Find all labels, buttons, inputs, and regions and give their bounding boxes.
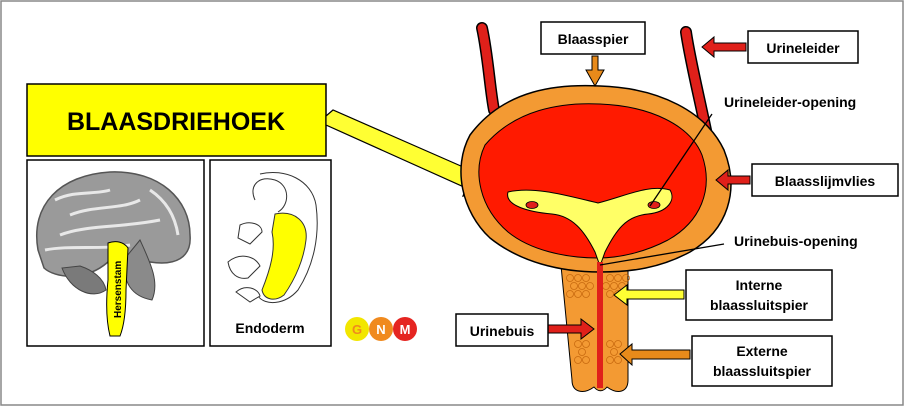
blaasslijmvlies-label: Blaasslijmvlies — [775, 173, 876, 189]
urethra-lumen — [597, 262, 603, 388]
urinebuis-opening-label: Urinebuis-opening — [734, 233, 858, 249]
gnm-logo-n: N — [376, 322, 385, 337]
title-text: BLAASDRIEHOEK — [67, 108, 285, 136]
urineleider-opening-label: Urineleider-opening — [724, 94, 856, 110]
embryo-panel — [210, 160, 331, 346]
interne-label-line1: Interne — [736, 277, 783, 293]
gnm-logo-g: G — [352, 322, 362, 337]
urineleider-label: Urineleider — [766, 40, 840, 56]
left-ureter-opening — [526, 202, 538, 209]
urinebuis-label: Urinebuis — [470, 323, 535, 339]
gnm-logo-m: M — [400, 322, 411, 337]
interne-label-line2: blaassluitspier — [710, 297, 809, 313]
externe-label-line2: blaassluitspier — [713, 363, 812, 379]
embryo-label: Endoderm — [235, 320, 304, 336]
externe-label-line1: Externe — [736, 343, 788, 359]
brain-label: Hersenstam — [113, 261, 124, 318]
gnm-logo: G N M — [345, 317, 417, 341]
right-ureter-opening — [648, 202, 660, 209]
blaasspier-label: Blaasspier — [558, 31, 629, 47]
